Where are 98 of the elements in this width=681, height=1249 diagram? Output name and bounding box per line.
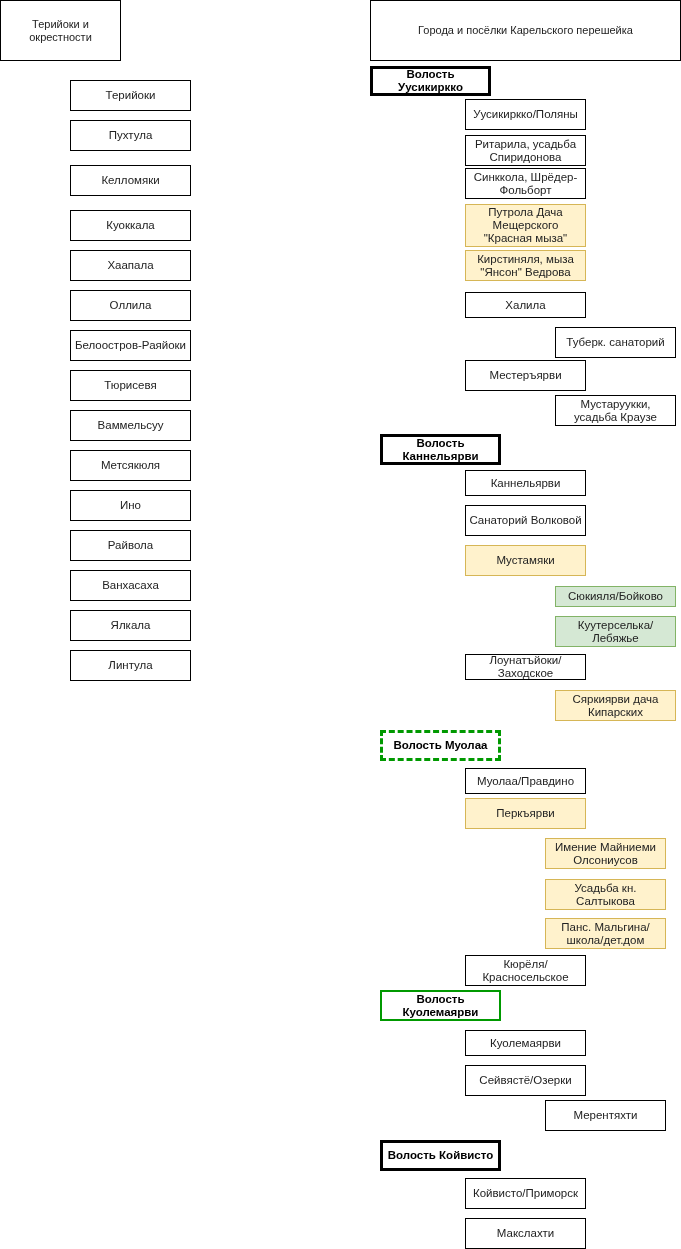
place-box — [545, 918, 666, 949]
place-box — [70, 210, 191, 241]
place-box — [70, 570, 191, 601]
place-box — [465, 99, 586, 130]
place-box — [70, 610, 191, 641]
place-name: Куутерселька/ Лебяжье — [576, 618, 655, 645]
header-box — [370, 0, 681, 61]
place-name: Куоккала — [106, 219, 155, 232]
place-name: Халила — [505, 298, 546, 312]
place-name: Ванхасаха — [102, 579, 159, 592]
place-name: Туберк. санаторий — [566, 336, 665, 349]
place-name: Хаапала — [107, 259, 154, 272]
place-box — [70, 450, 191, 481]
place-box — [555, 616, 676, 647]
place-box — [555, 327, 676, 358]
place-name: Волость Куолемаярви — [401, 992, 480, 1019]
place-name: Каннельярви — [490, 476, 561, 490]
place-name: Сейвястё/Озерки — [479, 1074, 572, 1087]
place-box — [465, 292, 586, 318]
district-box — [370, 66, 491, 96]
place-box — [545, 838, 666, 869]
place-name: Муолаа/Правдино — [476, 774, 575, 788]
place-name: Перкъярви — [496, 807, 555, 820]
place-name: Ино — [120, 499, 141, 512]
place-box — [555, 395, 676, 426]
place-box — [555, 586, 676, 607]
place-name: Куолемаярви — [490, 1036, 561, 1050]
place-name: Метсякюля — [100, 459, 161, 472]
header-text: Терийоки и окрестности — [28, 17, 93, 44]
place-box — [465, 360, 586, 391]
district-box — [380, 990, 501, 1021]
place-box — [465, 168, 586, 199]
place-box — [465, 250, 586, 281]
place-name: Панс. Мальгина/ школа/дет.дом — [560, 920, 651, 947]
place-box — [465, 204, 586, 247]
place-box — [465, 1178, 586, 1209]
place-box — [555, 690, 676, 721]
district-box — [380, 730, 501, 761]
place-name: Тюрисевя — [104, 379, 157, 392]
place-name: Кирстиняля, мыза "Янсон" Ведрова — [476, 252, 575, 279]
district-box — [380, 1140, 501, 1171]
place-box — [70, 165, 191, 196]
place-name: Сюкияля/Бойково — [567, 590, 663, 603]
place-box — [70, 290, 191, 321]
place-box — [70, 650, 191, 681]
header-text: Города и посёлки Карельского перешейка — [418, 24, 633, 37]
place-name: Райвола — [107, 539, 154, 552]
place-name: Волость Каннельярви — [401, 436, 480, 463]
place-box — [465, 470, 586, 496]
place-name: Ваммельсуу — [97, 419, 164, 432]
place-box — [545, 1100, 666, 1131]
place-name: Волость Муолаа — [393, 739, 488, 752]
place-box — [70, 530, 191, 561]
place-name: Мерентяхти — [573, 1109, 638, 1122]
place-name: Лоунатъйоки/ Заходское — [488, 654, 563, 680]
place-box — [70, 330, 191, 361]
place-name: Усадьба кн. Салтыкова — [573, 881, 638, 908]
place-name: Терийоки — [105, 89, 156, 102]
place-name: Ялкала — [110, 619, 151, 632]
place-name: Келломяки — [101, 174, 160, 187]
place-name: Синккола, Шрёдер-Фольборт — [472, 170, 579, 197]
place-name: Путрола Дача Мещерского "Красная мыза" — [482, 206, 569, 245]
header-box — [0, 0, 121, 61]
place-name: Линтула — [108, 659, 153, 672]
place-name: Оллила — [109, 299, 152, 312]
place-name: Санаторий Волковой — [469, 514, 582, 527]
place-box — [465, 135, 586, 166]
place-name: Ритарила, усадьба Спиридонова — [473, 137, 578, 164]
place-box — [465, 1065, 586, 1096]
place-box — [70, 80, 191, 111]
district-box — [380, 434, 501, 465]
place-name: Сяркиярви дача Кипарских — [571, 692, 660, 719]
place-box — [465, 505, 586, 536]
place-box — [465, 654, 586, 680]
place-name: Койвисто/Приморск — [472, 1187, 579, 1200]
place-name: Кюрёля/ Красносельское — [481, 957, 570, 984]
place-name: Макслахти — [496, 1227, 555, 1240]
place-name: Местеръярви — [489, 369, 562, 382]
place-name: Волость Койвисто — [387, 1149, 494, 1162]
place-box — [465, 955, 586, 986]
place-name: Пухтула — [108, 129, 153, 142]
place-name: Мустамяки — [496, 554, 555, 567]
place-name: Волость Уусикиркко — [397, 68, 464, 94]
place-name: Мустаруукки, усадьба Краузе — [572, 397, 658, 424]
place-name: Уусикиркко/Поляны — [473, 108, 578, 121]
place-name: Белоостров-Раяйоки — [74, 339, 187, 352]
place-box — [465, 798, 586, 829]
place-box — [70, 370, 191, 401]
place-box — [465, 545, 586, 576]
place-box — [465, 1218, 586, 1249]
place-box — [545, 879, 666, 910]
place-box — [70, 410, 191, 441]
place-box — [70, 490, 191, 521]
place-box — [465, 768, 586, 794]
place-box — [465, 1030, 586, 1056]
place-box — [70, 250, 191, 281]
place-box — [70, 120, 191, 151]
place-name: Имение Майниеми Олсониусов — [554, 840, 657, 867]
